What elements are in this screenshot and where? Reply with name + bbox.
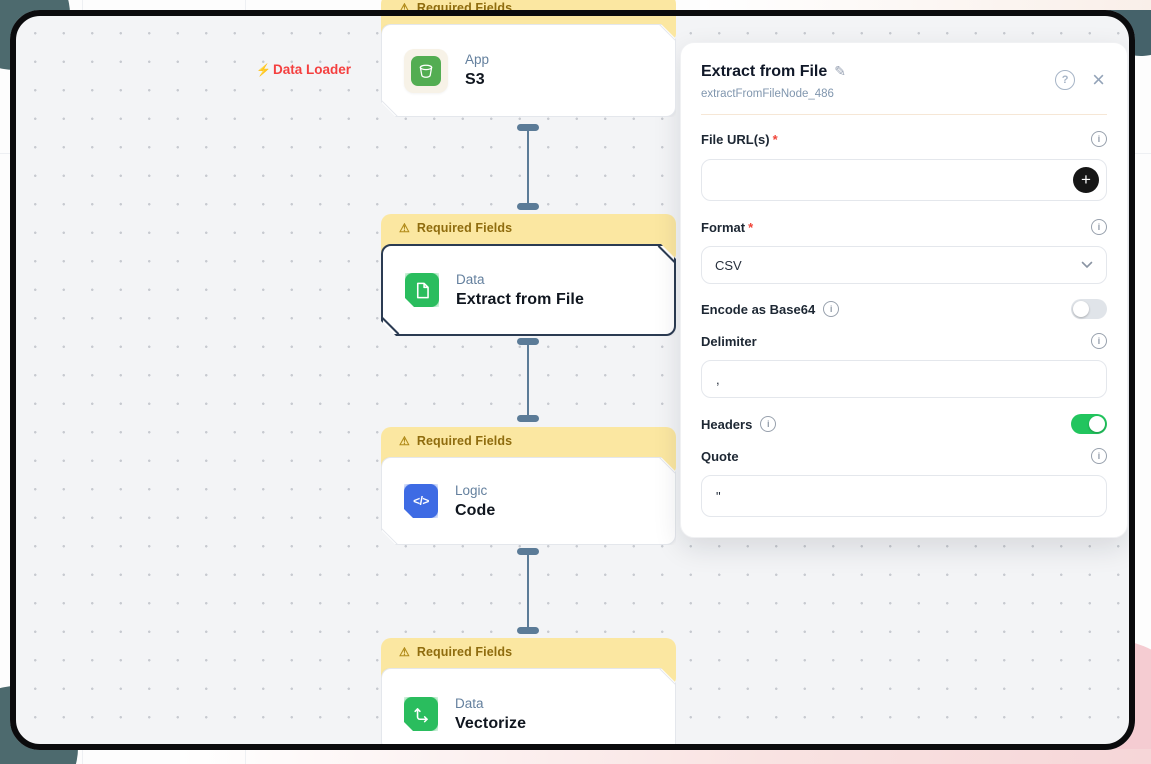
help-icon[interactable]: ? xyxy=(1055,70,1076,90)
quote-input[interactable] xyxy=(701,475,1107,517)
info-icon[interactable]: i xyxy=(1091,131,1107,147)
bolt-icon: ⚡ xyxy=(256,62,271,77)
delimiter-label: Delimiter xyxy=(701,333,757,349)
info-icon[interactable]: i xyxy=(1091,219,1107,235)
edit-pencil-icon[interactable]: ✎ xyxy=(834,63,846,79)
code-icon: </> xyxy=(404,484,438,518)
warning-icon: ⚠ xyxy=(399,645,410,659)
node-code[interactable]: ⚠ Required Fields </> Logic Code xyxy=(381,427,676,545)
headers-toggle[interactable] xyxy=(1071,414,1107,434)
info-icon[interactable]: i xyxy=(823,301,840,317)
node-category: App xyxy=(465,52,490,67)
connector-handle[interactable] xyxy=(517,415,539,422)
warning-icon: ⚠ xyxy=(399,1,410,15)
encode-base64-label: Encode as Base64 i xyxy=(701,301,840,317)
node-title: Code xyxy=(455,501,496,519)
connector-handle[interactable] xyxy=(517,203,539,210)
encode-base64-toggle[interactable] xyxy=(1071,299,1107,319)
decor-pink-bottom-strip xyxy=(180,749,1151,764)
s3-bucket-icon xyxy=(404,49,448,93)
node-title: S3 xyxy=(465,71,485,88)
headers-label: Headers i xyxy=(701,416,777,432)
node-category: Logic xyxy=(455,482,488,498)
quote-label: Quote xyxy=(701,448,739,464)
add-url-button[interactable]: + xyxy=(1073,167,1099,193)
info-icon[interactable]: i xyxy=(760,416,777,432)
node-title: Vectorize xyxy=(455,714,527,732)
panel-title: Extract from File xyxy=(701,63,828,80)
group-label-data-loader[interactable]: ⚡ Data Loader xyxy=(256,62,351,77)
vectorize-icon xyxy=(404,697,438,731)
file-urls-input[interactable] xyxy=(701,159,1107,201)
node-id: extractFromFileNode_486 xyxy=(701,88,834,100)
warning-icon: ⚠ xyxy=(399,434,410,448)
node-title: Extract from File xyxy=(456,290,584,308)
node-s3[interactable]: ⚠ Required Fields App S3 xyxy=(381,0,676,117)
decor-top-strip xyxy=(700,0,1151,10)
connector-line xyxy=(527,342,529,417)
chevron-down-icon xyxy=(1081,261,1093,269)
connector-handle[interactable] xyxy=(517,124,539,131)
file-icon xyxy=(405,273,439,307)
format-label: Format* xyxy=(701,219,754,235)
format-select[interactable]: CSV xyxy=(701,246,1107,284)
connector-line xyxy=(527,552,529,628)
connector-handle[interactable] xyxy=(517,338,539,345)
divider xyxy=(701,114,1107,115)
node-category: Data xyxy=(455,695,484,711)
file-urls-label: File URL(s)* xyxy=(701,131,778,147)
connector-line xyxy=(527,128,529,204)
warning-icon: ⚠ xyxy=(399,221,410,235)
delimiter-input[interactable] xyxy=(701,360,1107,398)
connector-handle[interactable] xyxy=(517,627,539,634)
info-icon[interactable]: i xyxy=(1091,448,1107,464)
node-vectorize[interactable]: ⚠ Required Fields Data Vectorize xyxy=(381,638,676,750)
workflow-canvas[interactable]: ⚡ Data Loader ⚠ Required Fields Data Ext… xyxy=(10,10,1135,750)
node-extract-from-file[interactable]: ⚠ Required Fields Data Extract from File xyxy=(381,214,676,336)
node-category: Data xyxy=(456,271,485,287)
info-icon[interactable]: i xyxy=(1091,333,1107,349)
connector-handle[interactable] xyxy=(517,548,539,555)
node-config-panel: Extract from File ✎ extractFromFileNode_4… xyxy=(680,42,1128,538)
close-icon[interactable]: × xyxy=(1092,67,1105,92)
